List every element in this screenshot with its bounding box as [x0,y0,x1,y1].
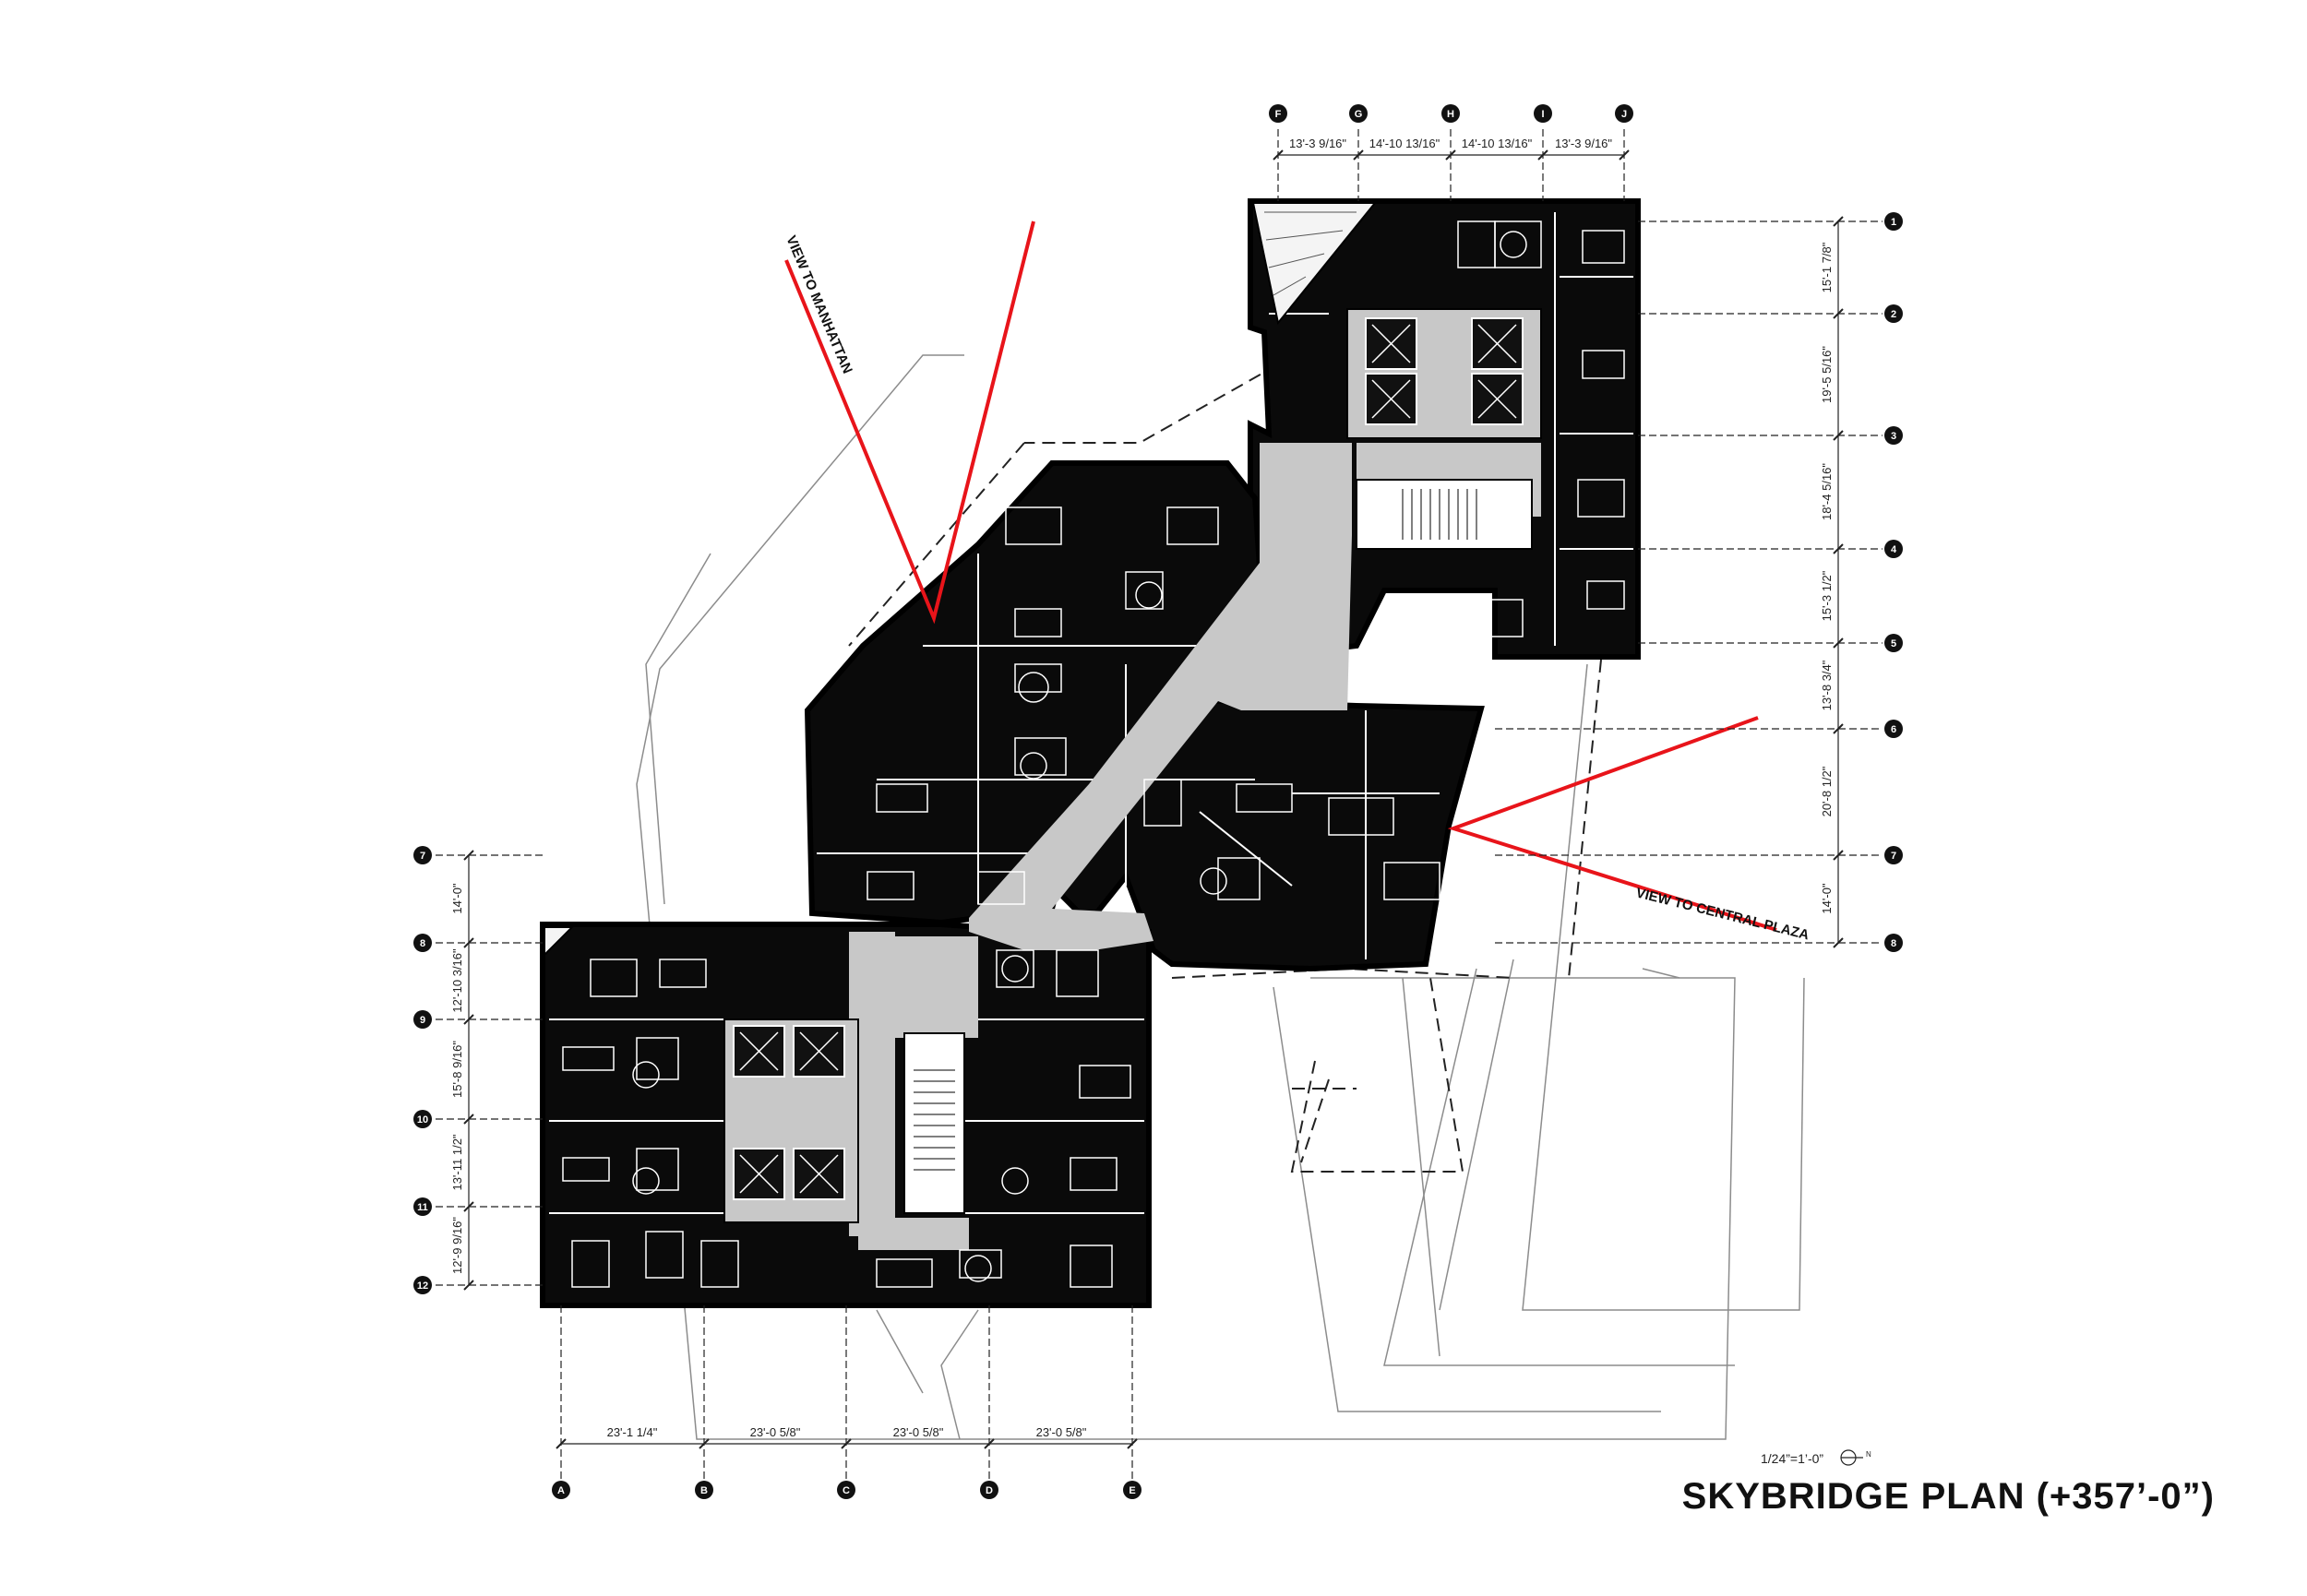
furniture [562,220,1625,1288]
plan-title: SKYBRIDGE PLAN (+357’-0”) [1681,1476,2215,1517]
svg-text:C: C [843,1485,850,1496]
svg-text:7: 7 [1891,851,1896,862]
grid-bubble-top-j: J [1615,104,1633,123]
dimension-texts: 13'-3 9/16" 14'-10 13/16" 14'-10 13/16" … [450,137,1834,1439]
svg-text:A: A [557,1485,565,1496]
dim-bottom-3: 23'-0 5/8" [893,1425,944,1439]
grid-bubble-bottom-e: E [1123,1481,1142,1499]
svg-text:11: 11 [417,1202,428,1213]
grid-bubble-top-h: H [1441,104,1460,123]
dim-right-7: 14'-0" [1820,883,1834,914]
svg-text:H: H [1447,109,1454,120]
grid-bubble-top-i: I [1534,104,1552,123]
dim-left-4: 13'-11 1/2" [450,1134,464,1190]
svg-text:6: 6 [1891,724,1896,735]
grid-bubbles: F G H I J 1 2 3 4 5 6 7 8 7 8 9 10 11 12… [413,104,1903,1499]
grid-bubble-left-10: 10 [413,1110,432,1128]
dim-top-3: 14'-10 13/16" [1462,137,1533,150]
svg-text:1: 1 [1891,217,1896,228]
grid-bubble-left-9: 9 [413,1010,432,1029]
view-label-manhattan: VIEW TO MANHATTAN [783,233,855,376]
svg-text:F: F [1275,109,1282,120]
dim-bottom-1: 23'-1 1/4" [607,1425,658,1439]
grid-bubble-right-3: 3 [1884,426,1903,445]
tables [632,231,1527,1282]
grid-bubble-right-5: 5 [1884,634,1903,652]
grid-bubble-bottom-b: B [695,1481,713,1499]
svg-text:B: B [700,1485,708,1496]
grid-bubble-left-11: 11 [413,1197,432,1216]
svg-text:3: 3 [1891,431,1896,442]
dim-top-4: 13'-3 9/16" [1555,137,1612,150]
north-label: N [1866,1450,1871,1459]
svg-text:G: G [1355,109,1363,120]
dim-bottom-4: 23'-0 5/8" [1036,1425,1087,1439]
dim-top-2: 14'-10 13/16" [1369,137,1440,150]
dimension-ticks [463,149,1844,1449]
grid-bubble-right-4: 4 [1884,540,1903,558]
dim-right-1: 15'-1 7/8" [1820,242,1834,292]
grid-bubble-left-8: 8 [413,934,432,952]
dim-left-3: 15'-8 9/16" [450,1041,464,1098]
svg-text:J: J [1621,109,1627,120]
grid-bubble-right-1: 1 [1884,212,1903,231]
svg-text:9: 9 [420,1015,425,1026]
dim-right-5: 13'-8 3/4" [1820,660,1834,710]
grid-bubble-right-7: 7 [1884,846,1903,864]
view-line-central-plaza [1447,716,1777,932]
grid-bubble-right-8: 8 [1884,934,1903,952]
svg-text:10: 10 [417,1114,428,1126]
dim-left-2: 12'-10 3/16" [450,948,464,1013]
svg-text:8: 8 [1891,938,1896,949]
svg-text:5: 5 [1891,638,1896,649]
grid-bubble-top-f: F [1269,104,1287,123]
grid-bubble-right-2: 2 [1884,304,1903,323]
dim-left-5: 12'-9 9/16" [450,1217,464,1274]
dim-right-2: 19'-5 5/16" [1820,346,1834,403]
svg-text:12: 12 [417,1280,428,1292]
view-line-manhattan [784,220,1035,625]
ne-core [1346,308,1542,550]
scale-label: 1/24”=1’-0” [1761,1451,1824,1466]
grid-bubble-right-6: 6 [1884,720,1903,738]
north-arrow-icon: N [1840,1449,1871,1466]
svg-text:E: E [1129,1485,1135,1496]
dim-left-1: 14'-0" [450,883,464,914]
skybridge-corridor [969,443,1352,950]
grid-bubble-bottom-d: D [980,1481,998,1499]
dim-top-1: 13'-3 9/16" [1289,137,1346,150]
grid-bubble-left-7: 7 [413,846,432,864]
svg-text:7: 7 [420,851,425,862]
view-lines [784,220,1777,932]
view-label-central-plaza: VIEW TO CENTRAL PLAZA [1634,885,1811,943]
dim-right-3: 18'-4 5/16" [1820,463,1834,520]
svg-text:2: 2 [1891,309,1896,320]
svg-text:8: 8 [420,938,425,949]
svg-text:I: I [1541,109,1544,120]
dim-right-6: 20'-8 1/2" [1820,766,1834,816]
dim-bottom-2: 23'-0 5/8" [750,1425,801,1439]
hatched-corner [544,202,1378,958]
grid-bubble-bottom-a: A [552,1481,570,1499]
sw-core [723,1018,965,1223]
grid-bubble-top-g: G [1349,104,1368,123]
svg-text:4: 4 [1891,544,1897,555]
grid-bubble-bottom-c: C [837,1481,855,1499]
grid-bubble-left-12: 12 [413,1276,432,1294]
dim-right-4: 15'-3 1/2" [1820,570,1834,621]
svg-text:D: D [986,1485,993,1496]
dashed-outlines [848,363,1602,1173]
